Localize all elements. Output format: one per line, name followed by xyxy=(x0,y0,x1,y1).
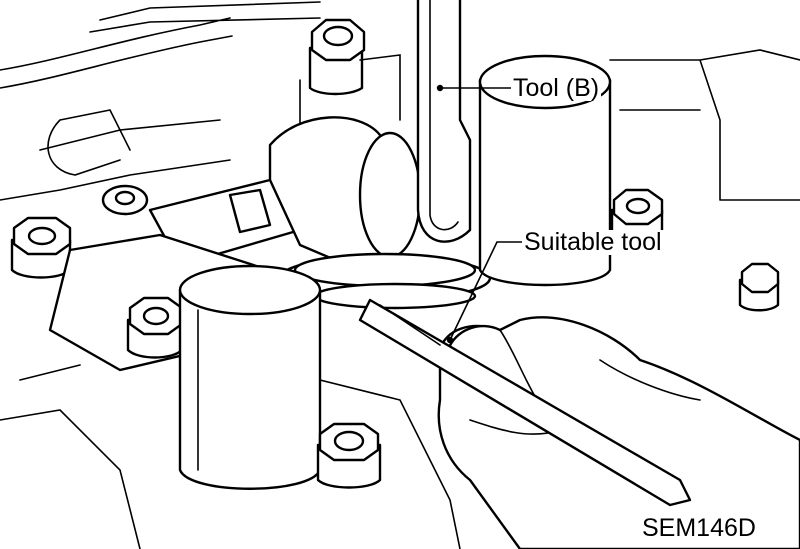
threaded-boss xyxy=(101,184,149,216)
camshaft xyxy=(148,116,422,267)
leader-suitable-tool xyxy=(446,241,522,344)
fuel-pipe-outline xyxy=(0,1,321,89)
tool-b-rod xyxy=(416,0,472,243)
leader-tool-b xyxy=(436,84,511,92)
bolt-far-right xyxy=(738,262,780,312)
bolt-bottom xyxy=(316,422,382,489)
figure-code: SEM146D xyxy=(640,514,758,542)
suitable-tool-screwdriver xyxy=(358,298,692,507)
bolt-top xyxy=(308,18,366,96)
bolt-middle xyxy=(126,296,184,359)
label-suitable-tool: Suitable tool xyxy=(522,228,664,256)
cylinder-sleeve-front xyxy=(178,264,322,490)
oil-seal xyxy=(278,252,492,310)
hose-outline xyxy=(47,109,131,176)
head-casting-right xyxy=(609,49,800,201)
bolt-left xyxy=(10,216,72,279)
label-tool-b: Tool (B) xyxy=(511,74,602,102)
lower-casting xyxy=(0,364,461,549)
